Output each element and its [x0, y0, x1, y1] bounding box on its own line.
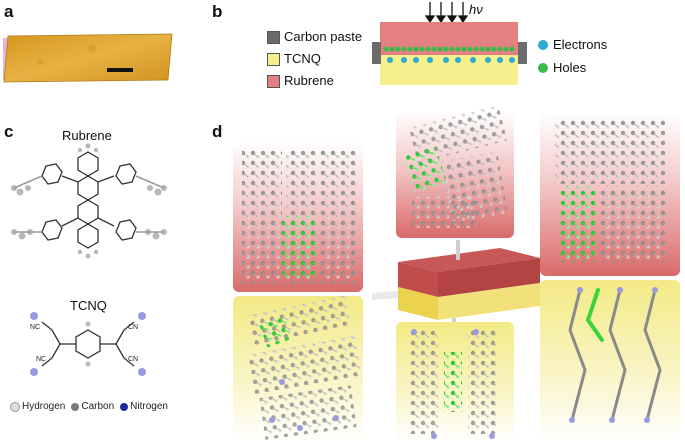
electrons	[387, 57, 515, 63]
panel-label-b: b	[212, 2, 223, 21]
holes	[383, 46, 515, 52]
nitrogen-dot	[120, 402, 129, 411]
tcnq-structure	[30, 312, 146, 376]
atom-key-nitrogen: Nitrogen	[130, 401, 168, 412]
photon-label: hν	[469, 2, 483, 17]
legend-holes: Holes	[553, 60, 587, 75]
left-highlight-molecule	[282, 216, 316, 278]
nc-label-top-left: NC	[30, 324, 41, 331]
panel-label-d: d	[212, 122, 223, 141]
box-top-face	[398, 248, 540, 272]
legend-electrons: Electrons	[553, 37, 608, 52]
panel-label-c: c	[4, 122, 14, 141]
cn-label-bottom-right: CN	[128, 356, 139, 363]
carbon-dot	[71, 402, 80, 411]
light-arrows	[424, 2, 469, 24]
legend-carbon-paste: Carbon paste	[284, 29, 363, 44]
cn-label-top-right: CN	[128, 324, 139, 331]
right-tcnq-view	[540, 280, 680, 442]
right-tcnq-highlight	[585, 288, 604, 342]
hydrogen-dot	[10, 401, 20, 412]
rubrene-structure	[11, 143, 167, 259]
electron-legend-dot	[538, 40, 548, 50]
atom-key-hydrogen: Hydrogen	[22, 401, 66, 412]
hole-legend-dot	[538, 63, 548, 73]
legend-tcnq: TCNQ	[284, 51, 321, 66]
carbon-paste-swatch	[267, 31, 280, 44]
legend-rubrene: Rubrene	[284, 73, 334, 88]
left-electrode	[372, 42, 381, 64]
atom-key-carbon: Carbon	[81, 401, 115, 412]
right-highlight-molecule	[560, 186, 596, 262]
nc-label-bottom-left: NC	[36, 356, 47, 363]
right-electrode	[518, 42, 527, 64]
rubrene-swatch	[267, 75, 280, 88]
panel-label-a: a	[4, 2, 14, 21]
center-highlight-molecule	[402, 145, 448, 195]
rubrene-title: Rubrene	[62, 128, 112, 143]
panel-a-photo	[3, 33, 173, 83]
scale-bar	[107, 68, 133, 72]
center-tcnq-highlight	[444, 352, 462, 412]
tcnq-swatch	[267, 53, 280, 66]
tcnq-title: TCNQ	[70, 298, 107, 313]
atom-key: Hydrogen Carbon Nitrogen	[10, 401, 168, 412]
device-schematic	[372, 2, 527, 85]
